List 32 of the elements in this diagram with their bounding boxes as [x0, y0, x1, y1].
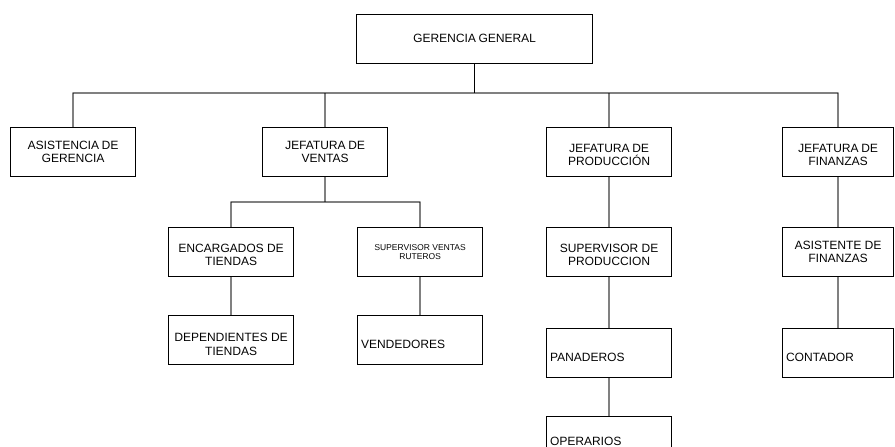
- org-box: [782, 127, 894, 177]
- connector-line: [608, 378, 610, 416]
- org-box: [168, 315, 294, 365]
- org-box: [357, 227, 483, 277]
- role-label: JEFATURA DE PRODUCCIÓN: [566, 142, 651, 168]
- connector-line: [324, 176, 420, 228]
- org-box: [782, 328, 894, 378]
- role-label: CONTADOR: [785, 350, 855, 364]
- role-label: ASISTENTE DE FINANZAS: [794, 238, 882, 266]
- org-box: [782, 227, 894, 277]
- org-box: [10, 127, 136, 177]
- role-label: PANADEROS: [549, 350, 626, 364]
- org-box: [546, 127, 672, 177]
- role-label: JEFATURA DE VENTAS: [284, 138, 366, 166]
- org-box: [356, 14, 593, 64]
- org-box: [168, 227, 294, 277]
- role-label: OPERARIOS: [549, 435, 622, 447]
- connector-line: [608, 176, 610, 228]
- org-box: [546, 227, 672, 277]
- role-label: GERENCIA GENERAL: [412, 32, 537, 46]
- role-label: ENCARGADOS DE TIENDAS: [177, 242, 285, 268]
- role-label: VENDEDORES: [360, 338, 446, 352]
- connector-line: [608, 276, 610, 328]
- role-label: ASISTENCIA DE GERENCIA: [26, 138, 120, 166]
- role-label: SUPERVISOR VENTAS RUTEROS: [373, 242, 467, 262]
- org-box: [357, 315, 483, 365]
- role-label: DEPENDIENTES DE TIENDAS: [173, 331, 289, 358]
- org-box: [262, 127, 388, 177]
- role-label: JEFATURA DE FINANZAS: [797, 142, 879, 168]
- org-box: [546, 328, 672, 378]
- role-label: SUPERVISOR DE PRODUCCION: [558, 242, 660, 268]
- connector-line: [230, 276, 232, 316]
